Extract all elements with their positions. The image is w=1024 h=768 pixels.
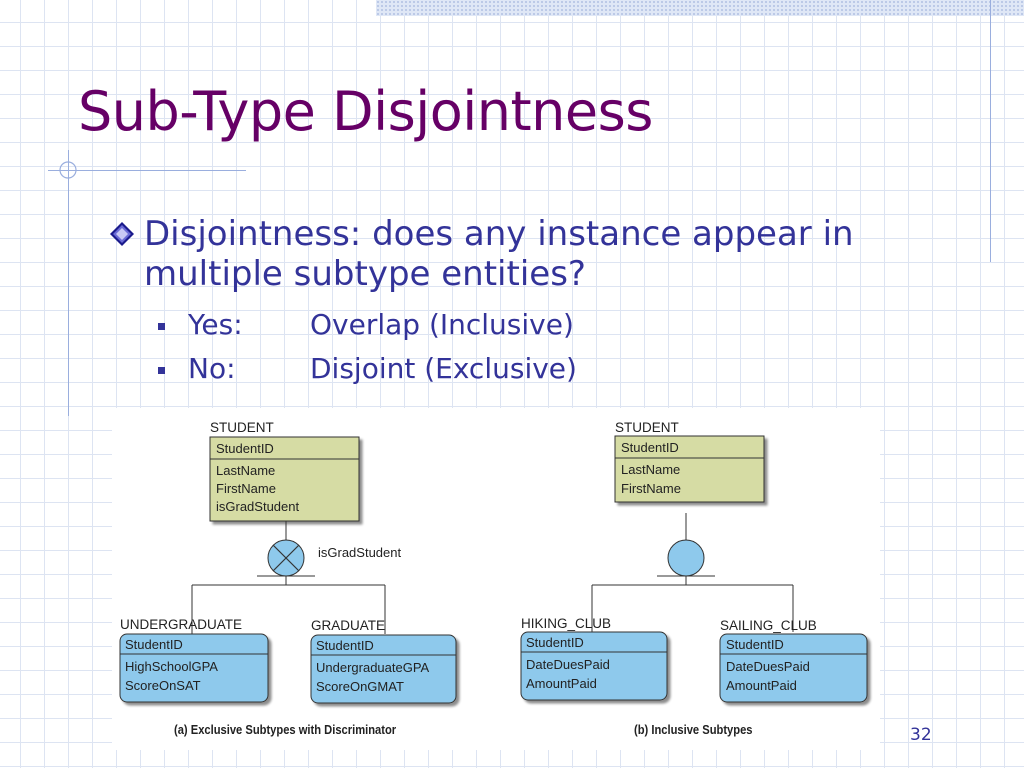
entity-key: StudentID	[726, 637, 784, 652]
entity-attribute: ScoreOnGMAT	[316, 679, 404, 694]
subtype-label: GRADUATE	[311, 618, 385, 633]
supertype-label: STUDENT	[210, 420, 274, 435]
subtype-entity-sailing-club: StudentID DateDuesPaid AmountPaid	[719, 633, 868, 703]
decorative-rule-vertical-right	[990, 0, 991, 262]
decorative-rule-horizontal	[48, 170, 246, 171]
diagram-caption: (a) Exclusive Subtypes with Discriminato…	[174, 722, 396, 737]
entity-attribute: FirstName	[216, 481, 276, 496]
sub-bullet-term: Yes:	[188, 308, 243, 341]
entity-attribute: LastName	[216, 463, 275, 478]
diamond-bullet-icon	[110, 222, 134, 246]
entity-attribute: AmountPaid	[726, 678, 797, 693]
entity-attribute: LastName	[621, 462, 680, 477]
crosshair-ornament-icon	[59, 161, 77, 179]
sub-bullet-value: Overlap (Inclusive)	[310, 308, 574, 341]
square-bullet-icon	[158, 367, 165, 374]
entity-attribute: isGradStudent	[216, 499, 299, 514]
entity-key: StudentID	[526, 635, 584, 650]
decorative-band	[376, 0, 1024, 16]
entity-key: StudentID	[125, 637, 183, 652]
subtype-entity-graduate: StudentID UndergraduateGPA ScoreOnGMAT	[310, 634, 457, 704]
slide-title: Sub-Type Disjointness	[78, 80, 653, 143]
diagram-caption: (b) Inclusive Subtypes	[634, 722, 753, 737]
exclusive-circle-icon	[267, 539, 305, 577]
square-bullet-icon	[158, 323, 165, 330]
subtype-label: HIKING_CLUB	[521, 616, 611, 631]
entity-key: StudentID	[316, 638, 374, 653]
main-bullet-text: Disjointness: does any instance appear i…	[144, 214, 854, 294]
diagram-b: STUDENT StudentID LastName FirstName HIK…	[520, 420, 868, 737]
entity-attribute: DateDuesPaid	[726, 659, 810, 674]
entity-attribute: DateDuesPaid	[526, 657, 610, 672]
entity-attribute: HighSchoolGPA	[125, 659, 218, 674]
decorative-rule-vertical	[68, 150, 69, 416]
supertype-label: STUDENT	[615, 420, 679, 435]
sub-bullet-term: No:	[188, 352, 236, 385]
inclusive-circle-icon	[667, 539, 705, 577]
entity-key: StudentID	[621, 440, 679, 455]
entity-attribute: UndergraduateGPA	[316, 660, 430, 675]
sub-bullet-value: Disjoint (Exclusive)	[310, 352, 577, 385]
subtype-entity-hiking-club: StudentID DateDuesPaid AmountPaid	[520, 631, 668, 701]
er-diagram: STUDENT StudentID LastName FirstName isG…	[112, 408, 880, 750]
er-diagram-canvas: STUDENT StudentID LastName FirstName isG…	[119, 420, 868, 737]
supertype-entity: StudentID LastName FirstName isGradStude…	[209, 436, 360, 522]
subtype-label: SAILING_CLUB	[720, 618, 817, 633]
page-number: 32	[910, 725, 932, 745]
supertype-entity: StudentID LastName FirstName	[614, 435, 765, 503]
main-bullet: Disjointness: does any instance appear i…	[108, 214, 928, 294]
entity-attribute: ScoreOnSAT	[125, 678, 201, 693]
entity-key: StudentID	[216, 441, 274, 456]
subtype-label: UNDERGRADUATE	[120, 617, 242, 632]
entity-attribute: AmountPaid	[526, 676, 597, 691]
subtype-entity-undergraduate: StudentID HighSchoolGPA ScoreOnSAT	[119, 633, 269, 703]
entity-attribute: FirstName	[621, 481, 681, 496]
discriminator-label: isGradStudent	[318, 545, 401, 560]
diagram-a: STUDENT StudentID LastName FirstName isG…	[119, 420, 457, 737]
